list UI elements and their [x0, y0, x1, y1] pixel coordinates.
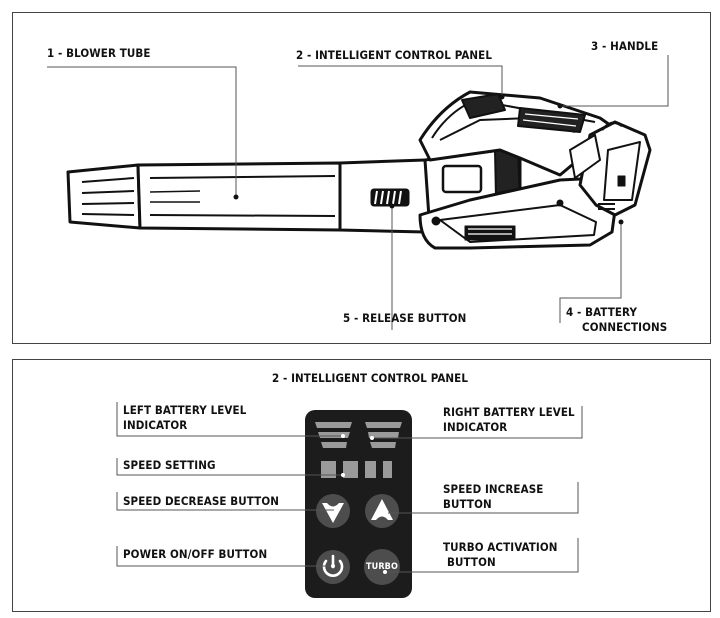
callout-turbo-line2: BUTTON: [447, 555, 496, 569]
callout-right-battery-line1: RIGHT BATTERY LEVEL: [443, 405, 575, 419]
callout-right-battery-line2: INDICATOR: [443, 420, 508, 434]
blower-nozzle: [66, 163, 142, 230]
turbo-button-label[interactable]: TURBO: [366, 562, 398, 572]
speed-decrease-button[interactable]: [316, 494, 350, 528]
callout-battery-connections-line2: CONNECTIONS: [582, 320, 668, 334]
bottom-leader-lines: [116, 402, 583, 573]
speed-decrease-icon: [322, 503, 344, 523]
callout-release-button: 5 - RELEASE BUTTON: [343, 311, 467, 325]
speed-increase-icon: [371, 499, 393, 520]
callout-left-battery-line1: LEFT BATTERY LEVEL: [123, 403, 247, 417]
control-panel-title: 2 - INTELLIGENT CONTROL PANEL: [272, 371, 469, 385]
callout-speed-decrease: SPEED DECREASE BUTTON: [123, 494, 279, 508]
leaf-blower-illustration: [66, 90, 652, 250]
speed-level-bars: [321, 461, 392, 478]
speed-increase-button[interactable]: [365, 494, 399, 528]
callout-intelligent-control-panel: 2 - INTELLIGENT CONTROL PANEL: [296, 48, 493, 62]
top-leader-lines: [47, 55, 669, 330]
blower-tube: [136, 161, 342, 232]
callout-speed-increase-line2: BUTTON: [443, 497, 492, 511]
right-battery-level-bars: [365, 422, 402, 448]
callout-turbo-line1: TURBO ACTIVATION: [443, 540, 558, 554]
callout-left-battery-line2: INDICATOR: [123, 418, 188, 432]
callout-speed-increase-line1: SPEED INCREASE: [443, 482, 544, 496]
callout-battery-connections-line1: 4 - BATTERY: [566, 305, 638, 319]
callout-handle: 3 - HANDLE: [591, 39, 659, 53]
callout-blower-tube: 1 - BLOWER TUBE: [47, 46, 151, 60]
callout-speed-setting: SPEED SETTING: [123, 458, 216, 472]
callout-power-button: POWER ON/OFF BUTTON: [123, 547, 268, 561]
control-panel-device: [305, 410, 412, 598]
turbo-button[interactable]: [364, 549, 400, 585]
handle-control-panel: [461, 93, 506, 119]
